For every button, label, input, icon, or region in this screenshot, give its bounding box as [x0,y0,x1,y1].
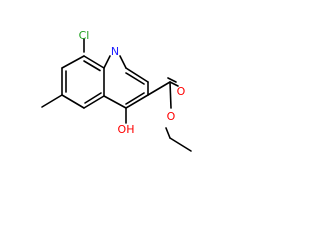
quinoline-ester-structure: Cl N OH O O [41,29,192,152]
bond [147,81,171,96]
bond [103,55,111,69]
nitrogen-label: N [111,45,119,58]
bond [169,137,192,152]
bond [125,67,149,83]
bond [83,55,105,69]
bond [84,92,102,104]
bond [125,92,145,105]
bond [169,81,179,87]
bond [83,60,101,72]
bond [125,72,145,85]
bond [83,95,105,109]
bond [61,94,85,109]
chlorine-label: Cl [79,29,90,42]
bond [167,77,177,83]
hydroxyl-label: OH [118,123,135,136]
ester-oxygen-label: O [167,110,176,123]
bond [165,127,171,139]
bond [61,55,85,69]
carbonyl-oxygen-label: O [177,85,186,98]
bond-lines [41,38,192,152]
bond [41,94,63,108]
bond [169,81,172,109]
bond [103,95,127,109]
bond [125,94,149,109]
bond [119,55,127,69]
